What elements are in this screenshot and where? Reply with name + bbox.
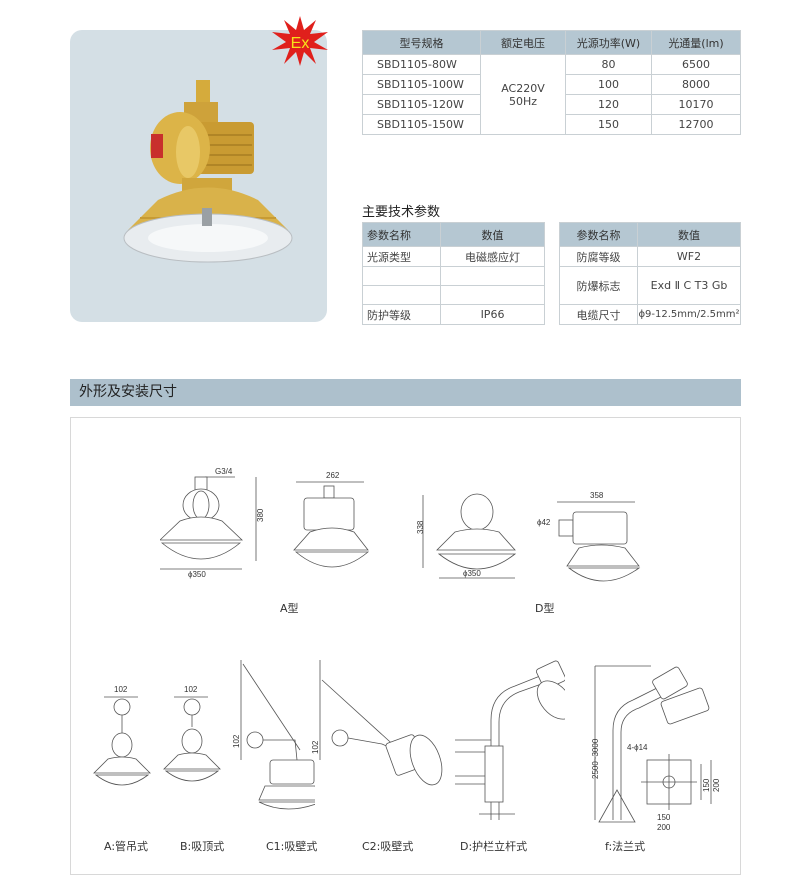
param-name: 防腐等级 xyxy=(559,246,638,267)
model-cell: SBD1105-150W xyxy=(362,114,481,135)
param-value: 电磁感应灯 xyxy=(440,246,545,267)
models-spec-table: 型号规格 额定电压 光源功率(W) 光通量(lm) SBD1105-80W AC… xyxy=(362,30,741,135)
mount-a-drawing: 102 xyxy=(93,685,151,786)
type-d-front-drawing: 338 ϕ350 xyxy=(416,493,517,579)
header-voltage: 额定电压 xyxy=(480,30,566,55)
ex-explosion-proof-badge-icon: Ex xyxy=(272,16,328,66)
flux-cell: 12700 xyxy=(651,114,741,135)
svg-text:102: 102 xyxy=(232,734,241,748)
param-value: Exd Ⅱ C T3 Gb xyxy=(637,266,741,305)
svg-text:G3/4: G3/4 xyxy=(215,467,233,476)
header-param-value: 数值 xyxy=(637,222,741,247)
header-param-name: 参数名称 xyxy=(362,222,441,247)
model-cell: SBD1105-120W xyxy=(362,94,481,115)
dimension-drawings-panel xyxy=(70,417,741,875)
mount-c1-drawing: 102 xyxy=(232,660,315,810)
svg-text:ϕ42: ϕ42 xyxy=(537,518,551,527)
tech-params-title: 主要技术参数 xyxy=(362,205,441,220)
param-value: ϕ9-12.5mm/2.5mm² xyxy=(637,304,741,325)
dimensions-section-header: 外形及安装尺寸 xyxy=(70,379,741,406)
power-cell: 100 xyxy=(565,74,652,95)
tech-params-table-left: 参数名称 数值 光源类型 电磁感应灯 防护等级 IP66 xyxy=(362,222,545,325)
svg-text:358: 358 xyxy=(590,491,604,500)
table-row xyxy=(362,285,545,305)
svg-text:150: 150 xyxy=(702,778,711,792)
type-a-front-drawing: G3/4 380 ϕ350 xyxy=(160,467,265,579)
voltage-cell: AC220V 50Hz xyxy=(480,54,566,135)
voltage-value: AC220V xyxy=(501,81,545,95)
flux-cell: 6500 xyxy=(651,54,741,75)
mount-c1-caption: C1:吸壁式 xyxy=(266,840,318,853)
mount-f-caption: f:法兰式 xyxy=(605,840,646,853)
table-row: 防护等级 IP66 xyxy=(362,304,545,325)
frequency-value: 50Hz xyxy=(508,94,538,108)
header-power: 光源功率(W) xyxy=(565,30,652,55)
table-row: SBD1105-100W 100 8000 xyxy=(362,74,741,95)
type-d-side-drawing: 358 ϕ42 xyxy=(537,491,641,582)
model-cell: SBD1105-100W xyxy=(362,74,481,95)
power-cell: 150 xyxy=(565,114,652,135)
table-row: 防腐等级 WF2 xyxy=(559,246,741,267)
param-name xyxy=(362,266,441,286)
param-value xyxy=(440,266,545,286)
table-row: SBD1105-80W AC220V 50Hz 80 6500 xyxy=(362,54,741,135)
svg-text:Ex: Ex xyxy=(291,35,310,52)
table-row xyxy=(362,266,545,286)
param-name: 防护等级 xyxy=(362,304,441,325)
type-a-side-drawing: 262 xyxy=(293,471,370,568)
svg-text:4-ϕ14: 4-ϕ14 xyxy=(627,743,648,752)
table-row: 防爆标志 Exd Ⅱ C T3 Gb xyxy=(559,266,741,305)
table-row: SBD1105-150W 150 12700 xyxy=(362,114,741,135)
svg-text:150: 150 xyxy=(657,813,671,822)
svg-text:200: 200 xyxy=(657,823,671,830)
mount-d-drawing xyxy=(455,660,565,820)
flux-cell: 8000 xyxy=(651,74,741,95)
header-flux: 光通量(lm) xyxy=(651,30,741,55)
header-param-value: 数值 xyxy=(440,222,545,247)
svg-text:102: 102 xyxy=(311,740,320,754)
svg-text:380: 380 xyxy=(256,508,265,522)
param-value: IP66 xyxy=(440,304,545,325)
svg-text:ϕ350: ϕ350 xyxy=(188,570,206,579)
param-name: 电缆尺寸 xyxy=(559,304,638,325)
table-row: 光源类型 电磁感应灯 xyxy=(362,246,545,267)
power-cell: 120 xyxy=(565,94,652,115)
table-row: SBD1105-120W 120 10170 xyxy=(362,94,741,115)
svg-text:200: 200 xyxy=(712,778,721,792)
mount-b-caption: B:吸顶式 xyxy=(180,840,225,853)
param-name: 光源类型 xyxy=(362,246,441,267)
svg-text:ϕ350: ϕ350 xyxy=(463,569,481,578)
header-param-name: 参数名称 xyxy=(559,222,638,247)
svg-text:262: 262 xyxy=(326,471,340,480)
type-d-caption: D型 xyxy=(535,602,555,615)
mount-d-caption: D:护栏立杆式 xyxy=(460,840,528,853)
param-value: WF2 xyxy=(637,246,741,267)
param-name xyxy=(362,285,441,305)
header-model: 型号规格 xyxy=(362,30,481,55)
svg-text:102: 102 xyxy=(184,685,198,694)
param-name: 防爆标志 xyxy=(559,266,638,305)
svg-text:102: 102 xyxy=(114,685,128,694)
lamp-product-image xyxy=(123,80,293,263)
type-a-caption: A型 xyxy=(280,602,299,615)
mount-a-caption: A:管吊式 xyxy=(104,840,149,853)
param-value xyxy=(440,285,545,305)
mount-b-drawing: 102 xyxy=(163,685,221,782)
svg-text:2500~3000: 2500~3000 xyxy=(591,738,600,779)
power-cell: 80 xyxy=(565,54,652,75)
mount-f-drawing: 2500~3000 4-ϕ14 150 200 150 200 xyxy=(591,665,721,830)
tech-params-table-right: 参数名称 数值 防腐等级 WF2 防爆标志 Exd Ⅱ C T3 Gb 电缆尺寸… xyxy=(559,222,741,325)
table-row: 电缆尺寸 ϕ9-12.5mm/2.5mm² xyxy=(559,304,741,325)
mount-c2-drawing: 102 xyxy=(311,660,443,786)
mount-c2-caption: C2:吸壁式 xyxy=(362,840,414,853)
model-cell: SBD1105-80W xyxy=(362,54,481,75)
svg-text:338: 338 xyxy=(416,520,425,534)
flux-cell: 10170 xyxy=(651,94,741,115)
